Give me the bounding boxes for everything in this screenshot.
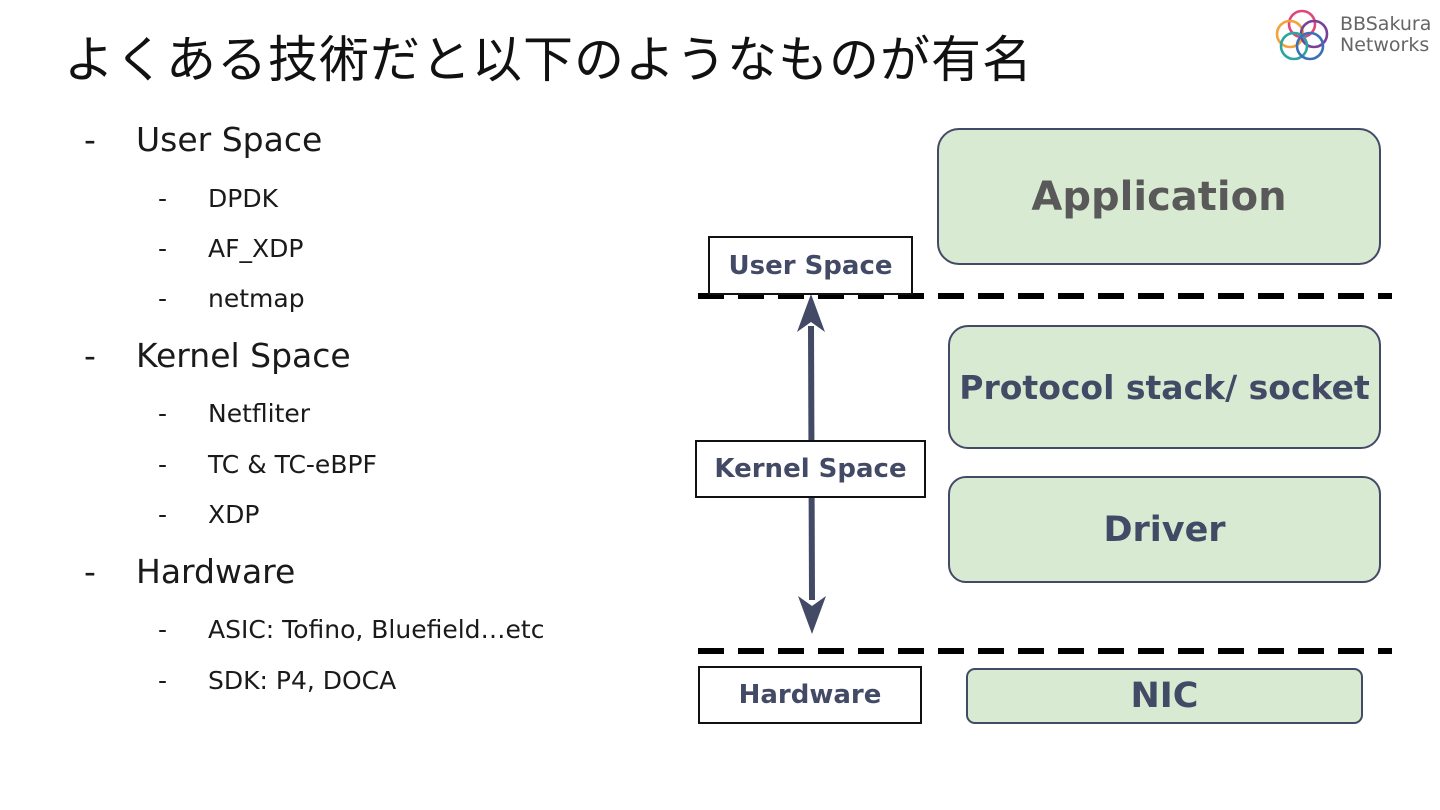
bullet-label: Hardware: [136, 552, 296, 591]
user-space-label: User Space: [728, 250, 893, 281]
bullet-dash: -: [158, 666, 168, 695]
nic-label: NIC: [1130, 676, 1199, 716]
bullet-dash: -: [158, 500, 168, 529]
bullet-label: ASIC: Tofino, Bluefield…etc: [208, 615, 545, 644]
bullet-dash: -: [84, 120, 96, 159]
bullet-list: - User Space - DPDK - AF_XDP - netmap - …: [0, 0, 640, 810]
logo-line-1: BBSakura: [1340, 13, 1432, 35]
arrow-up-head-icon: [797, 294, 825, 332]
bullet-label: TC & TC-eBPF: [208, 450, 377, 479]
bullet-label: User Space: [136, 120, 323, 159]
bullet-dash: -: [158, 399, 168, 428]
slide-title: よくある技術だと以下のようなものが有名: [64, 31, 1033, 89]
hardware-label-box: Hardware: [698, 666, 922, 724]
bullet-label: AF_XDP: [208, 234, 304, 263]
kernel-space-label-box: Kernel Space: [695, 440, 926, 498]
bullet-label: XDP: [208, 500, 260, 529]
bullet-label: Netfliter: [208, 399, 311, 428]
company-logo: BBSakura Networks: [1272, 8, 1432, 64]
kernel-space-label: Kernel Space: [714, 454, 907, 484]
bullet-label: SDK: P4, DOCA: [208, 666, 397, 695]
bullet-dash: -: [158, 184, 168, 213]
hardware-label: Hardware: [738, 680, 882, 710]
arrow-down-head-icon: [798, 596, 826, 634]
sakura-flower-icon: [1275, 9, 1329, 61]
bullet-label: netmap: [208, 284, 305, 313]
protocol-stack-label: Protocol stack/ socket: [959, 367, 1370, 407]
application-label: Application: [1031, 173, 1287, 220]
bullet-dash: -: [158, 450, 168, 479]
application-layer-box: Application: [937, 128, 1381, 265]
bullet-dash: -: [158, 284, 168, 313]
bullet-dash: -: [84, 336, 96, 375]
bullet-dash: -: [158, 234, 168, 263]
bullet-label: Kernel Space: [136, 336, 351, 375]
user-space-label-box: User Space: [708, 236, 913, 295]
bullet-label: DPDK: [208, 184, 278, 213]
bullet-dash: -: [158, 615, 168, 644]
logo-line-2: Networks: [1340, 34, 1430, 56]
driver-label: Driver: [1103, 509, 1226, 550]
bullet-dash: -: [84, 552, 96, 591]
driver-layer-box: Driver: [948, 476, 1381, 583]
nic-layer-box: NIC: [966, 668, 1363, 724]
protocol-stack-layer-box: Protocol stack/ socket: [948, 325, 1381, 449]
